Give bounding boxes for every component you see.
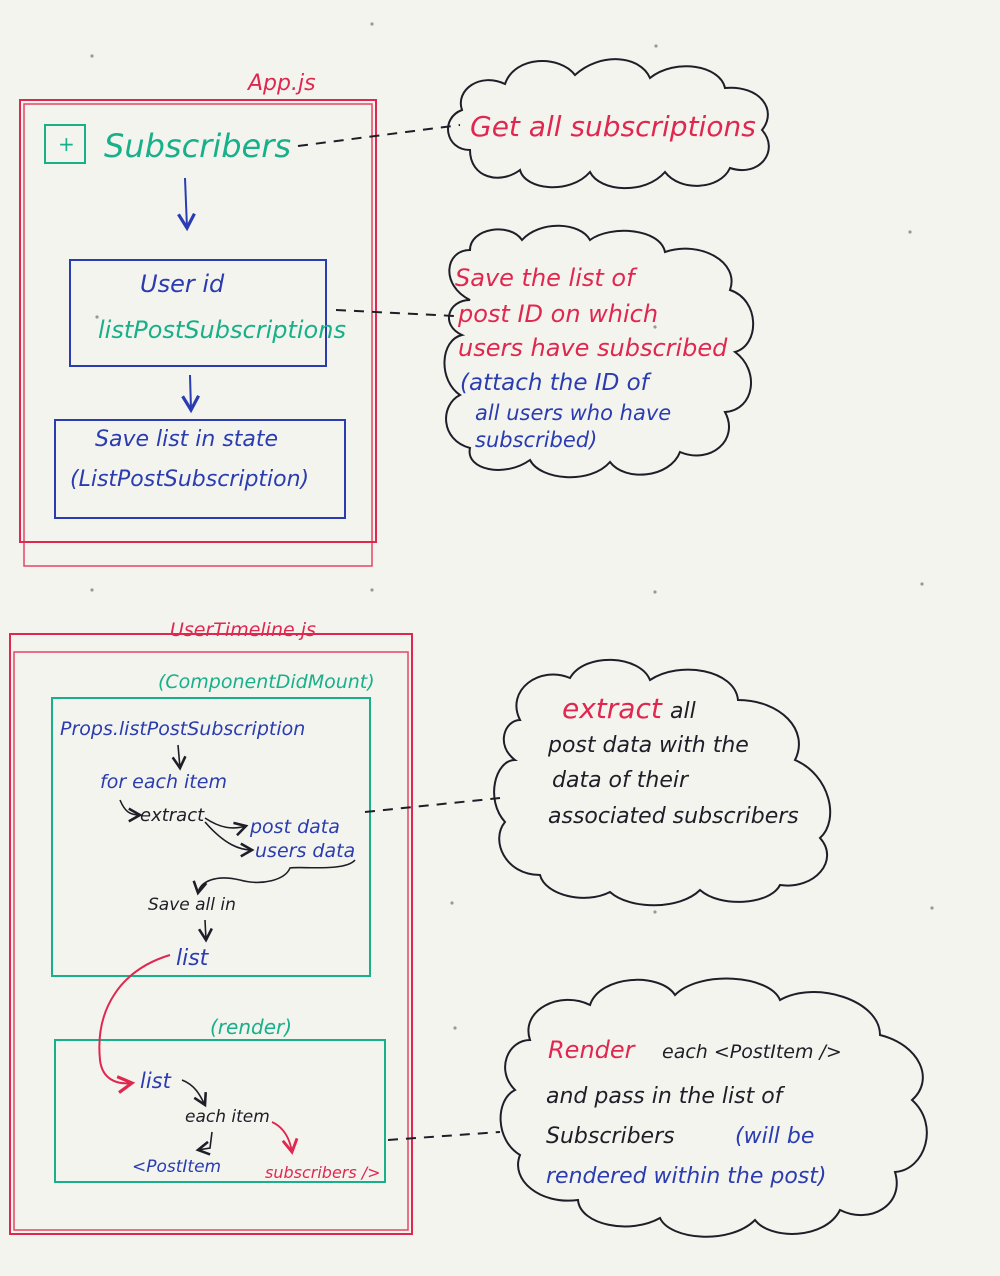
render-label: (render) [210,1015,292,1039]
arrow-list-to-render [98,954,171,1094]
arrow-save-all [197,919,213,943]
list-label: list [176,946,210,971]
extract-cloud-all: all [670,699,696,724]
connector-save-list [335,309,456,317]
render-list-label: list [140,1069,172,1093]
subscribers-label: Subscribers [104,127,291,165]
save-cloud-line3: users have subscribed [458,334,728,362]
extract-cloud-line4: associated subscribers [548,804,799,829]
render-cloud-line4: rendered within the post) [546,1164,826,1189]
appjs-frame [19,99,377,543]
extract-label: extract [140,805,205,826]
cloud-get-all [447,58,770,190]
render-box [54,1039,386,1183]
render-cloud-line2: and pass in the list of [546,1084,786,1109]
cloud-render [499,977,928,1238]
timeline-frame [9,633,413,1235]
post-item-label: <PostItem [132,1157,221,1177]
connector-get-all [297,124,461,147]
save-cloud-line5: all users who have [475,401,671,425]
did-mount-box [51,697,371,977]
render-cloud-line3a: Subscribers [546,1124,675,1149]
appjs-title: App.js [246,71,316,96]
arrow-down-2 [181,374,201,414]
userid-box [69,259,327,367]
cloud-save-list [443,224,755,479]
connector-extract [364,797,501,813]
extract-cloud-line2: post data with the [547,733,749,758]
props-label: Props.listPostSubscription [60,718,305,740]
save-list-label: Save list in state [95,427,278,452]
plus-icon: + [58,132,75,156]
list-post-subscription-state-label: (ListPostSubscription) [70,467,309,492]
render-cloud-rest: each <PostItem /> [662,1041,842,1063]
users-data-label: users data [255,840,355,862]
arrow-post-item [195,1131,213,1156]
appjs-frame-inner [23,103,373,567]
save-cloud-line4: (attach the ID of [460,370,652,396]
save-all-label: Save all in [148,895,236,915]
render-cloud-word: Render [548,1036,637,1064]
subscribers-prop-label: subscribers /> [265,1163,381,1182]
arrow-users-data [204,821,255,858]
arrow-props [171,744,187,771]
render-cloud-line3b: (will be [735,1124,814,1149]
userid-label: User id [140,270,225,298]
extract-cloud-word: extract [562,692,663,725]
connector-render [387,1131,501,1141]
timeline-title: UserTimeline.js [170,619,316,641]
for-each-label: for each item [100,771,227,793]
arrow-post-data [204,817,249,837]
timeline-frame-inner [13,651,409,1231]
post-data-label: post data [249,816,340,838]
arrow-subscribers [271,1121,299,1155]
save-cloud-line1: Save the list of [455,264,638,292]
save-cloud-line6: subscribed) [475,428,597,452]
arrow-for-each [119,799,143,823]
arrow-each-item [181,1079,207,1108]
extract-cloud-line3: data of their [552,768,690,793]
brace-data [192,859,356,896]
board-dots [90,22,934,1030]
list-post-subscriptions-label: listPostSubscriptions [98,316,346,344]
plus-box [44,124,86,164]
save-state-box [54,419,346,519]
save-cloud-line2: post ID on which [457,300,658,328]
component-did-mount-label: (ComponentDidMount) [158,671,375,693]
each-item-label: each item [185,1107,270,1127]
arrow-down-1 [177,177,196,232]
cloud-extract [493,658,832,907]
get-all-text: Get all subscriptions [470,110,756,143]
